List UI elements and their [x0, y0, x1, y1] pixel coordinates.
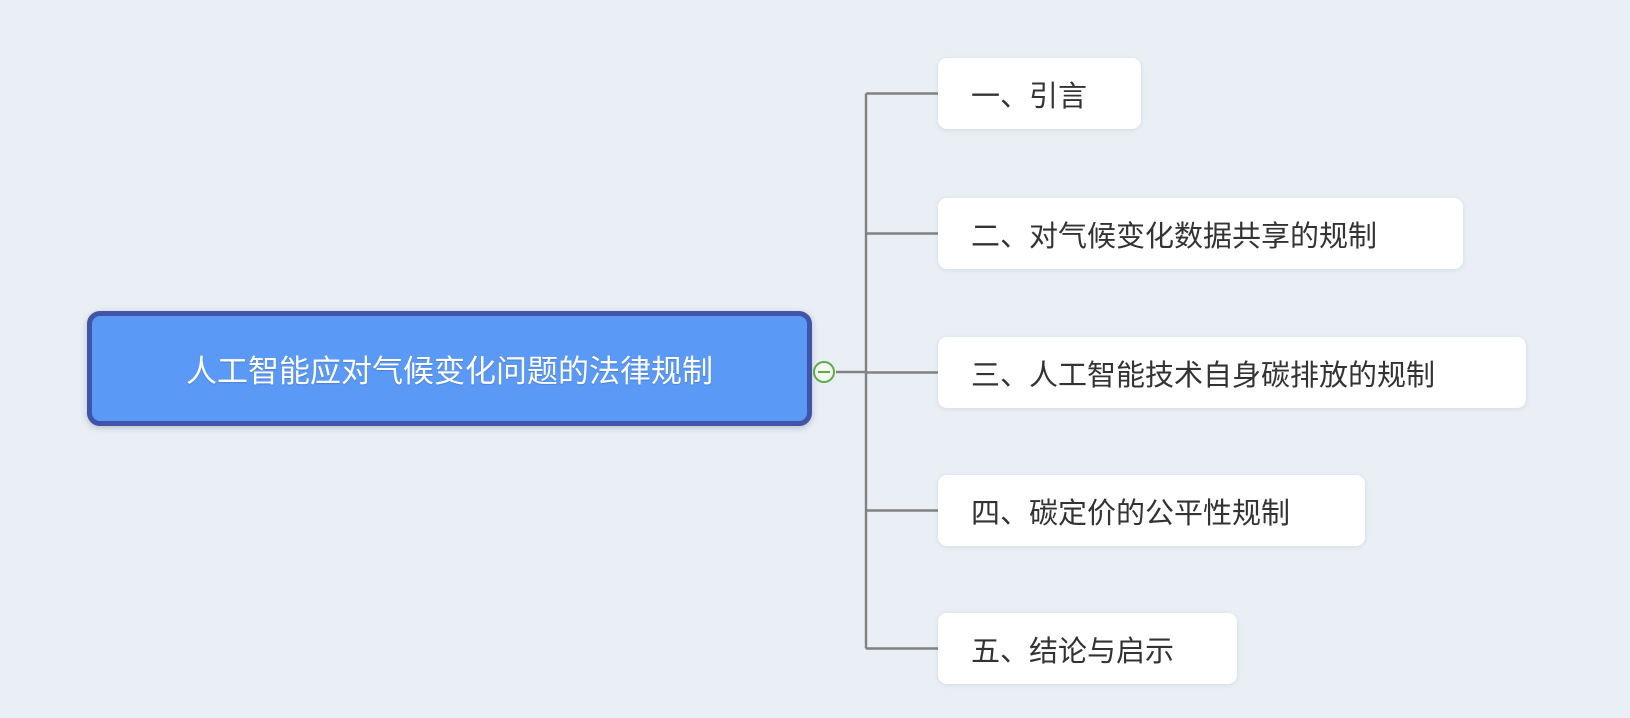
branch-topic-node[interactable]: 二、对气候变化数据共享的规制: [938, 198, 1463, 269]
branch-topic-node[interactable]: 四、碳定价的公平性规制: [938, 475, 1365, 546]
branch-topic-node[interactable]: 三、人工智能技术自身碳排放的规制: [938, 337, 1526, 408]
branch-topic-node[interactable]: 五、结论与启示: [938, 613, 1237, 684]
branch-topic-label: 二、对气候变化数据共享的规制: [971, 220, 1378, 253]
branch-topic-label: 四、碳定价的公平性规制: [971, 497, 1291, 530]
branch-topic-label: 一、引言: [971, 80, 1088, 113]
minus-icon: [818, 371, 830, 373]
root-topic-label: 人工智能应对气候变化问题的法律规制: [186, 354, 713, 389]
branch-topic-label: 三、人工智能技术自身碳排放的规制: [971, 359, 1436, 392]
collapse-toggle-button[interactable]: [813, 361, 835, 383]
branch-topic-label: 五、结论与启示: [971, 635, 1175, 668]
root-topic-node[interactable]: 人工智能应对气候变化问题的法律规制: [87, 311, 812, 426]
branch-topic-node[interactable]: 一、引言: [938, 58, 1141, 129]
